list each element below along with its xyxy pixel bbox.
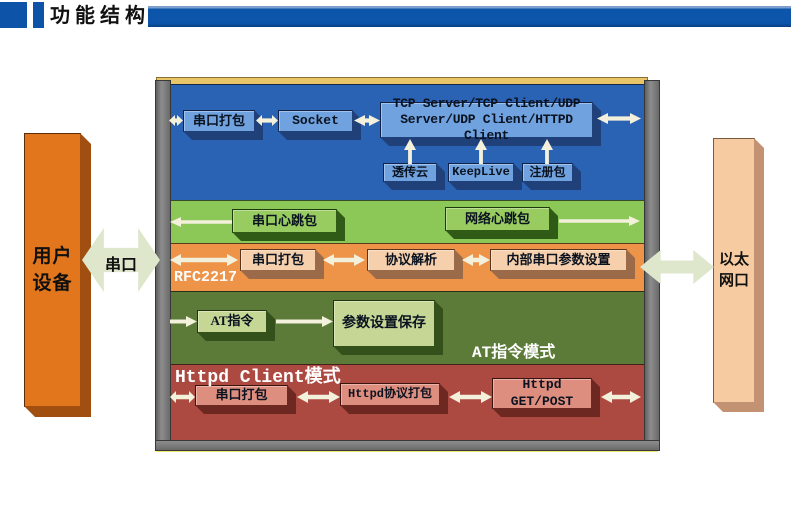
network-heartbeat-box: 网络心跳包 xyxy=(445,207,550,231)
serial-pack-box-httpd-layer: 串口打包 xyxy=(195,385,288,406)
header-accent-square xyxy=(0,2,27,28)
httpd-layer-label: Httpd Client模式 xyxy=(175,368,341,388)
tcp-modes-box: TCP Server/TCP Client/UDP Server/UDP Cli… xyxy=(380,96,593,143)
serial-heartbeat-label: 串口心跳包 xyxy=(251,212,317,228)
rfc2217-layer-label: RFC2217 xyxy=(174,269,238,286)
param-save-label: 参数设置保存 xyxy=(342,315,426,331)
tcp-modes-line2: Server/UDP Client/HTTPD Client xyxy=(400,111,573,144)
httpd-getpost-line2: GET/POST xyxy=(510,393,574,409)
httpd-pack-box: Httpd协议打包 xyxy=(340,383,440,406)
httpd-getpost-label: Httpd GET/POST xyxy=(493,377,591,410)
socket-label: Socket xyxy=(292,112,339,128)
arrow-network-heartbeat-right xyxy=(559,216,640,226)
tcp-modes-label: TCP Server/TCP Client/UDP Server/UDP Cli… xyxy=(381,96,592,145)
user-device-label-line1: 用户 xyxy=(32,246,73,267)
arrow-pack-to-socket xyxy=(256,115,278,126)
register-pack-box: 注册包 xyxy=(522,163,573,182)
serial-pack-box-rfc-layer: 串口打包 xyxy=(240,249,316,271)
arrow-at-to-save xyxy=(276,316,333,327)
arrow-httpd-pack-to-getpost xyxy=(449,391,492,403)
arrow-getpost-to-ethernet xyxy=(601,391,641,403)
arrow-serial-heartbeat-left xyxy=(170,217,232,227)
header-rule-bar xyxy=(148,6,791,27)
socket-box: Socket xyxy=(278,110,353,132)
serial-heartbeat-box: 串口心跳包 xyxy=(232,209,337,233)
network-heartbeat-label: 网络心跳包 xyxy=(464,210,530,226)
arrow-pack-to-parse xyxy=(323,254,365,266)
serial-pack-rfc-label: 串口打包 xyxy=(251,251,304,267)
at-layer-label: AT指令模式 xyxy=(472,344,556,362)
serial-pack-label: 串口打包 xyxy=(192,112,245,128)
at-command-box: AT指令 xyxy=(197,310,267,333)
tcp-modes-line1: TCP Server/TCP Client/UDP xyxy=(392,95,581,111)
protocol-parse-box: 协议解析 xyxy=(367,249,455,271)
arrow-pack-to-httpd-pack xyxy=(297,391,340,403)
httpd-getpost-line1: Httpd xyxy=(522,377,562,393)
ethernet-label-line1: 以太 xyxy=(718,251,749,268)
arrow-tcp-to-ethernet xyxy=(597,113,641,124)
serial-link-label: 串口 xyxy=(104,257,137,274)
httpd-pack-label: Httpd协议打包 xyxy=(347,387,432,401)
httpd-getpost-box: Httpd GET/POST xyxy=(492,377,592,410)
param-save-box: 参数设置保存 xyxy=(333,300,435,347)
serial-pack-box-socket-layer: 串口打包 xyxy=(183,110,255,132)
arrow-edge-to-at xyxy=(170,316,197,327)
register-pack-label: 注册包 xyxy=(529,165,566,179)
protocol-parse-label: 协议解析 xyxy=(384,251,437,267)
ethernet-port-box: 以太 网口 xyxy=(713,138,755,403)
at-command-label: AT指令 xyxy=(210,313,254,329)
keeplive-label: KeepLive xyxy=(452,165,510,179)
internal-serial-params-label: 内部串口参数设置 xyxy=(506,251,611,267)
header-accent-bar-small xyxy=(33,2,44,28)
page-title: 功能结构 xyxy=(50,5,150,27)
arrow-serial-to-pack xyxy=(169,115,183,126)
arrow-parse-to-params xyxy=(462,254,490,266)
internal-serial-params-box: 内部串口参数设置 xyxy=(490,249,627,271)
ethernet-label-line2: 网口 xyxy=(718,272,749,289)
cloud-label: 透传云 xyxy=(391,165,428,179)
serial-pack-httpd-label: 串口打包 xyxy=(215,387,268,403)
user-device-box: 用户 设备 xyxy=(24,133,81,407)
user-device-label-line2: 设备 xyxy=(32,273,73,294)
arrow-socket-to-tcp xyxy=(354,115,380,126)
cloud-box: 透传云 xyxy=(383,163,437,182)
left-pillar xyxy=(155,80,171,450)
keeplive-box: KeepLive xyxy=(448,163,514,182)
stack-base-bar xyxy=(155,440,660,451)
